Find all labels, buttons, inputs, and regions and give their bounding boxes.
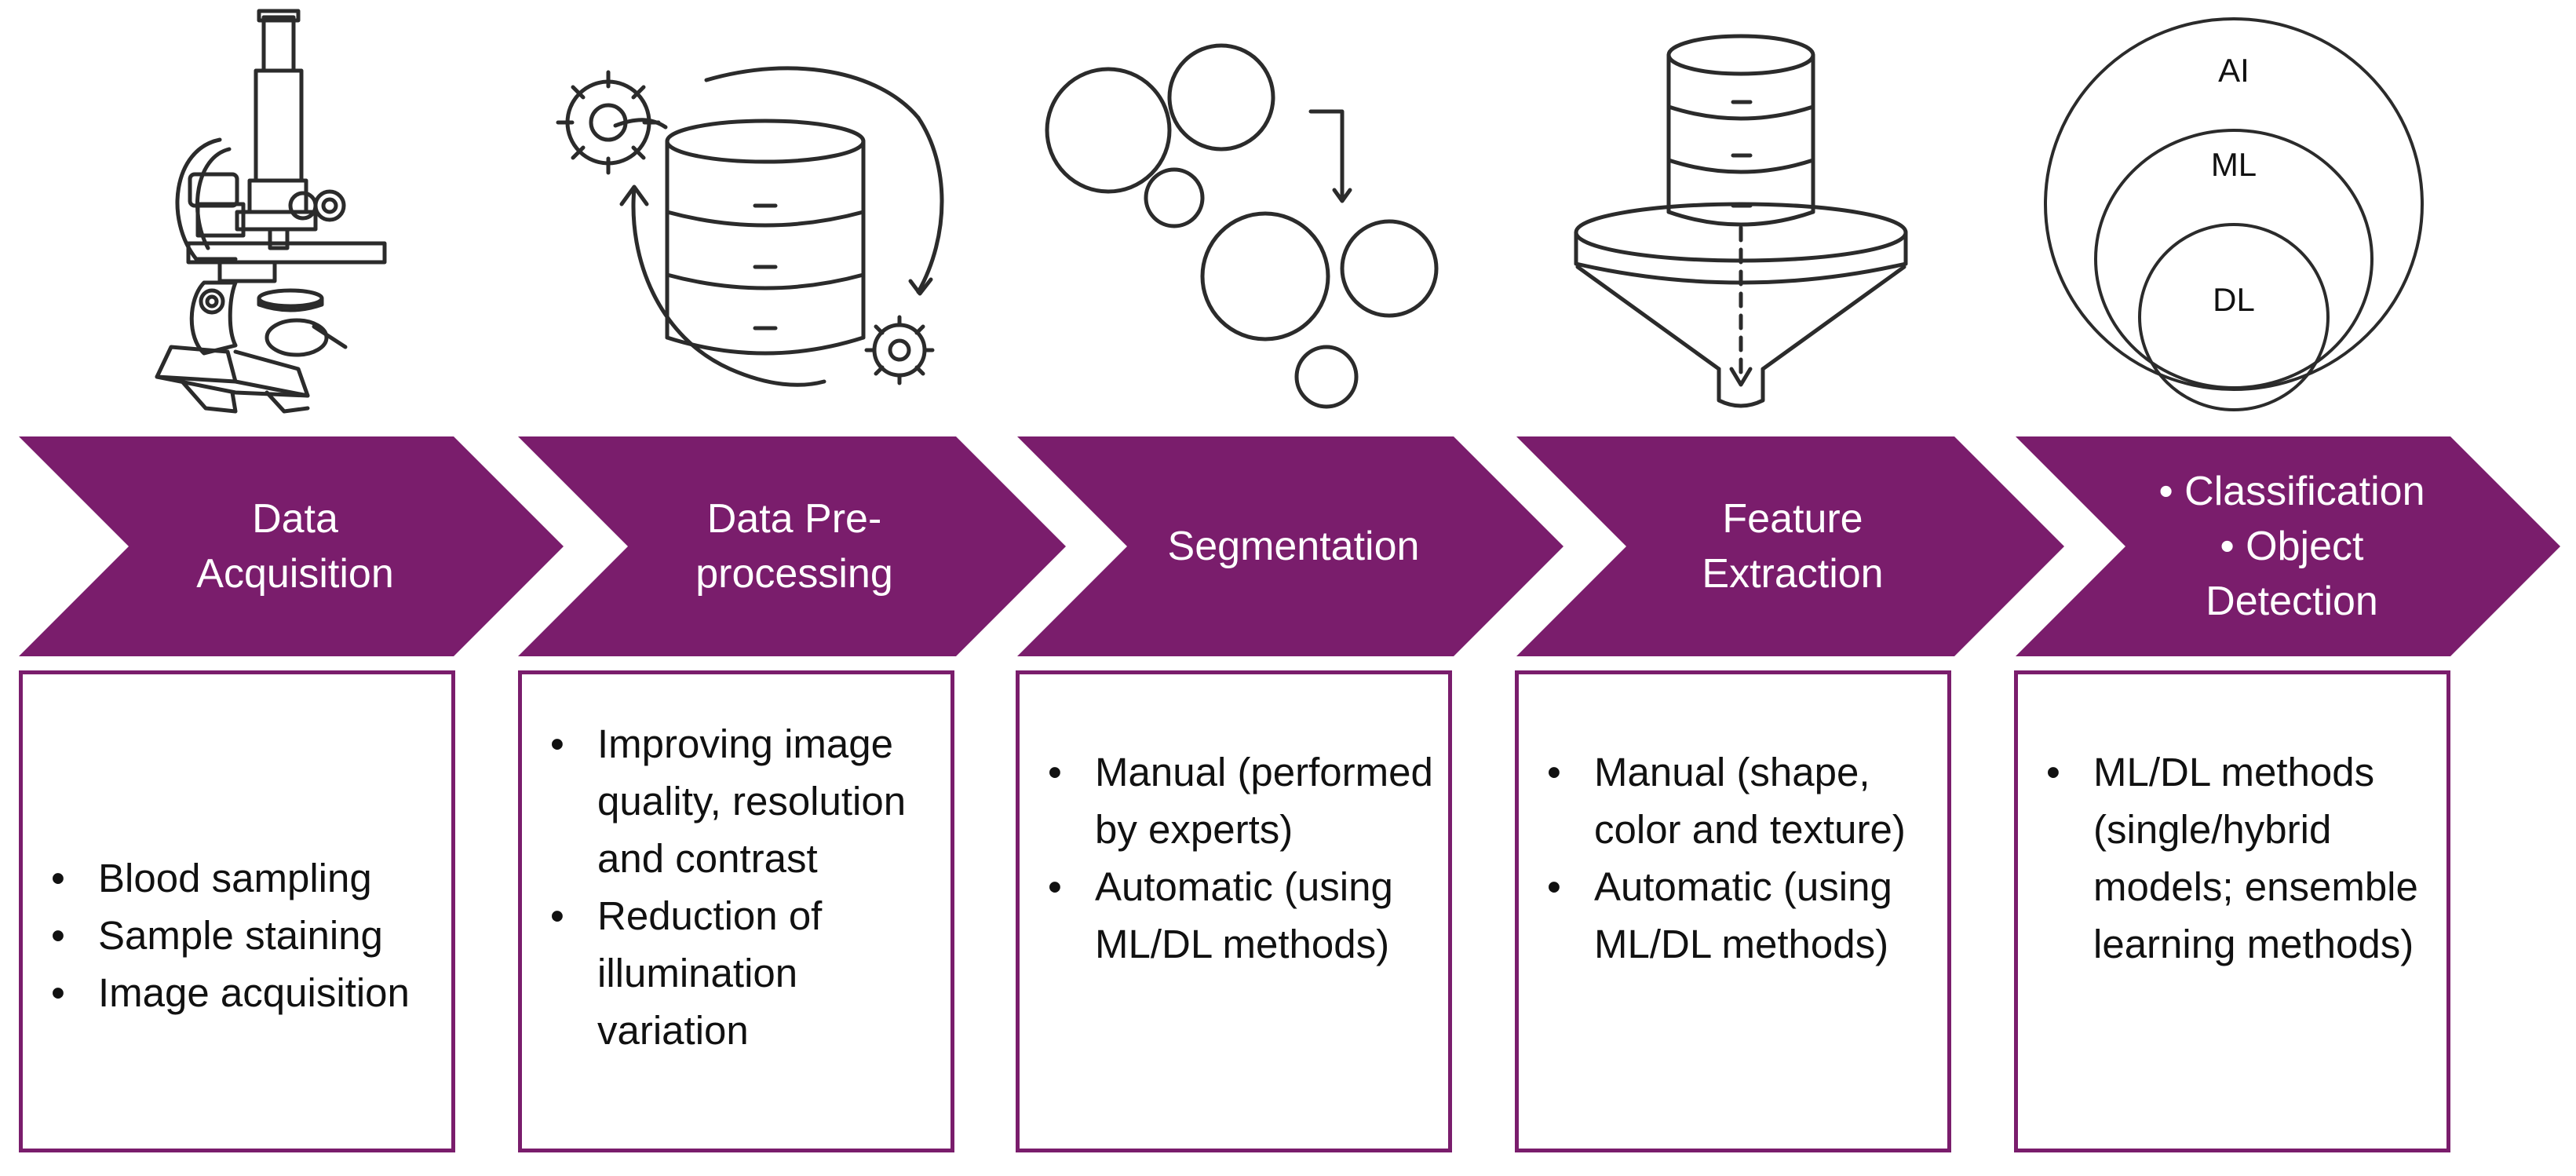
bullet-icon: • — [1547, 864, 1561, 909]
list-item: • Improving image quality, resolution and… — [541, 715, 936, 887]
list-item-text: Automatic (using ML/DL methods) — [1095, 864, 1393, 966]
detail-box-classification: • ML/DL methods (single/hybrid models; en… — [2014, 670, 2450, 1152]
venn-label-ai: AI — [2218, 52, 2249, 89]
stage-label-line: • Object — [2220, 524, 2364, 569]
stage-label-classification: • Classification • Object Detection — [2072, 436, 2512, 656]
bullet-icon: • — [550, 893, 564, 938]
stage-label-line: Extraction — [1702, 551, 1884, 597]
bullet-list: • Manual (shape, color and texture) • Auto… — [1519, 743, 1947, 973]
bullet-icon: • — [550, 721, 564, 766]
list-item-text: Manual (shape, color and texture) — [1594, 750, 1906, 852]
list-item: • Reduction of illumination variation — [541, 887, 936, 1059]
list-item-text: Manual (performed by experts) — [1095, 750, 1433, 852]
stage-label-segmentation: Segmentation — [1074, 436, 1513, 656]
list-item: • ML/DL methods (single/hybrid models; en… — [2037, 743, 2432, 973]
list-item: • Automatic (using ML/DL methods) — [1038, 858, 1434, 973]
stage-icons: AI ML DL — [155, 9, 2424, 414]
bullet-list: • Improving image quality, resolution and… — [522, 715, 950, 1059]
list-item: • Blood sampling — [42, 849, 410, 907]
database-funnel-icon — [1574, 34, 1908, 408]
bullet-list: • ML/DL methods (single/hybrid models; en… — [2018, 743, 2446, 973]
cell-segmentation-icon — [1045, 43, 1439, 409]
bullet-icon: • — [51, 970, 65, 1015]
chevron-feature-extraction — [1516, 436, 2064, 656]
stage-label-data-preprocessing: Data Pre- processing — [575, 436, 1014, 656]
ai-ml-dl-circles-icon — [2044, 17, 2424, 411]
venn-label-dl: DL — [2213, 281, 2255, 318]
bullet-icon: • — [51, 855, 65, 900]
stage-label-line: Data Pre- — [706, 496, 882, 542]
detail-box-feature-extraction: • Manual (shape, color and texture) • Auto… — [1515, 670, 1951, 1152]
list-item: • Manual (performed by experts) — [1038, 743, 1434, 858]
detail-box-data-acquisition: • Blood sampling • Sample staining • Image … — [19, 670, 455, 1152]
list-item-text: ML/DL methods (single/hybrid models; ens… — [2093, 750, 2418, 966]
detail-box-segmentation: • Manual (performed by experts) • Automati… — [1016, 670, 1452, 1152]
chevron-data-preprocessing — [518, 436, 1066, 656]
list-item-text: Automatic (using ML/DL methods) — [1594, 864, 1892, 966]
stage-label-feature-extraction: Feature Extraction — [1573, 436, 2012, 656]
microscope-icon — [155, 9, 387, 414]
stage-label-line: Detection — [2206, 579, 2378, 624]
stage-label-line: processing — [695, 551, 893, 597]
bullet-icon: • — [1547, 750, 1561, 794]
stage-label-line: • Classification — [2158, 469, 2425, 514]
detail-box-data-preprocessing: • Improving image quality, resolution and… — [518, 670, 954, 1152]
stage-label-data-acquisition: Data Acquisition — [75, 436, 515, 656]
list-item-text: Blood sampling — [98, 855, 372, 900]
list-item: • Image acquisition — [42, 964, 410, 1021]
bullet-list: • Manual (performed by experts) • Automati… — [1020, 743, 1448, 973]
bullet-list: • Blood sampling • Sample staining • Image … — [23, 802, 424, 1021]
list-item-text: Sample staining — [98, 912, 383, 958]
stage-label-line: Segmentation — [1167, 524, 1420, 569]
chevron-data-acquisition — [19, 436, 564, 656]
list-item: • Manual (shape, color and texture) — [1538, 743, 1933, 858]
bullet-icon: • — [51, 912, 65, 958]
bullet-icon: • — [2046, 750, 2060, 794]
chevron-segmentation — [1017, 436, 1563, 656]
bullet-icon: • — [1048, 864, 1062, 909]
stage-label-line: Data — [252, 496, 338, 542]
database-cycle-icon — [556, 66, 944, 387]
stage-label-line: Acquisition — [196, 551, 394, 597]
list-item-text: Image acquisition — [98, 970, 410, 1015]
stage-label-line: Feature — [1722, 496, 1863, 542]
venn-label-ml: ML — [2211, 146, 2257, 183]
bullet-icon: • — [1048, 750, 1062, 794]
chevron-classification — [2016, 436, 2560, 656]
list-item: • Sample staining — [42, 907, 410, 964]
list-item-text: Reduction of illumination variation — [597, 893, 823, 1053]
list-item-text: Improving image quality, resolution and … — [597, 721, 907, 881]
list-item: • Automatic (using ML/DL methods) — [1538, 858, 1933, 973]
